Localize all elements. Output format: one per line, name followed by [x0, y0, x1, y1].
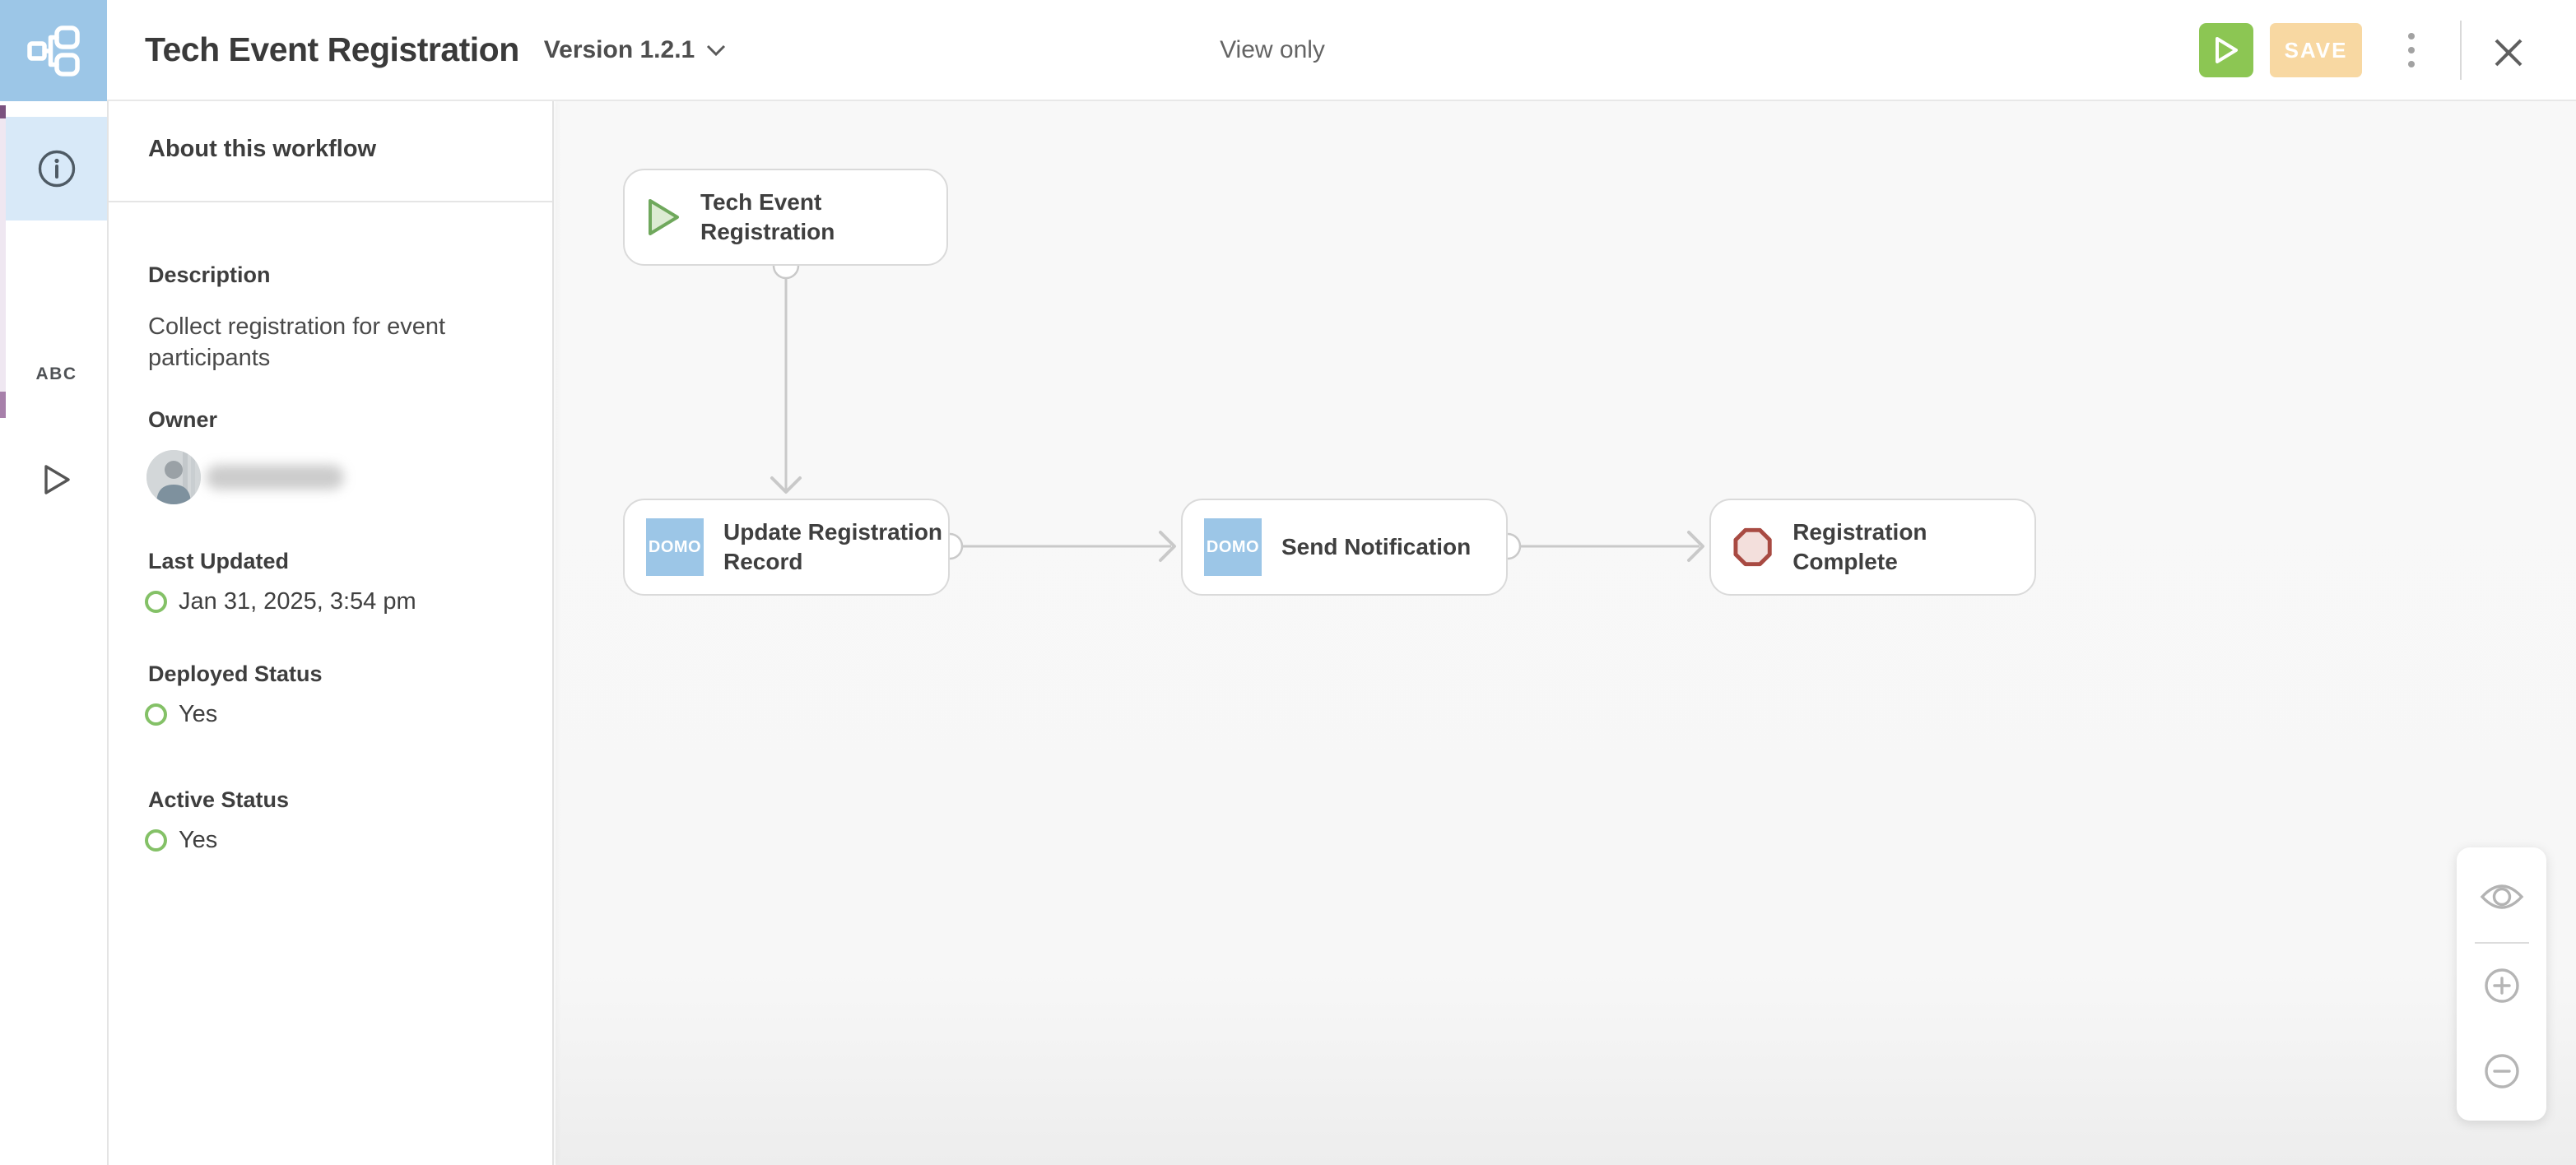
- owner-label: Owner: [148, 407, 218, 432]
- node-update-registration-record[interactable]: DOMO Update Registration Record: [623, 499, 950, 596]
- sidebar-item-run[interactable]: [6, 453, 107, 506]
- zoom-in-button[interactable]: [2477, 961, 2527, 1010]
- close-button[interactable]: [2489, 33, 2528, 72]
- close-icon: [2495, 39, 2523, 67]
- last-updated-label: Last Updated: [148, 549, 290, 573]
- page-title: Tech Event Registration: [145, 30, 519, 68]
- active-status-label: Active Status: [148, 787, 290, 812]
- version-label: Version 1.2.1: [543, 35, 695, 63]
- abc-icon: ABC: [35, 364, 77, 383]
- fit-view-button[interactable]: [2472, 875, 2532, 918]
- sidebar-rail: ABC: [0, 101, 109, 1165]
- domo-icon: DOMO: [646, 518, 704, 576]
- green-ring-icon: [145, 829, 167, 852]
- last-updated-value: Jan 31, 2025, 3:54 pm: [179, 588, 416, 615]
- zoom-in-icon: [2484, 968, 2519, 1003]
- play-icon: [2216, 37, 2238, 63]
- panel-divider: [109, 201, 552, 202]
- node-label: Send Notification: [1281, 533, 1472, 559]
- node-start[interactable]: Tech Event Registration: [623, 169, 948, 266]
- eye-icon: [2480, 884, 2523, 909]
- header-divider: [2460, 21, 2462, 80]
- app-logo[interactable]: [0, 0, 107, 101]
- node-label: Tech Event Registration: [700, 188, 835, 244]
- deployed-status-value: Yes: [179, 701, 218, 727]
- chevron-down-icon: [707, 44, 726, 56]
- active-status-row: Yes: [145, 827, 217, 854]
- zoom-out-icon: [2484, 1054, 2519, 1088]
- node-end[interactable]: Registration Complete: [1709, 499, 2036, 596]
- sidebar-item-text-fields[interactable]: ABC: [6, 350, 107, 399]
- version-selector[interactable]: Version 1.2.1: [544, 36, 726, 64]
- last-updated-value-row: Jan 31, 2025, 3:54 pm: [145, 588, 416, 615]
- kebab-menu-icon: [2408, 33, 2415, 39]
- sidebar-item-info[interactable]: [6, 117, 107, 220]
- workflow-canvas[interactable]: Tech Event Registration DOMO Update Regi…: [556, 101, 2576, 1165]
- toolbar-divider: [2474, 942, 2529, 944]
- run-button[interactable]: [2199, 23, 2253, 77]
- header: Tech Event Registration Version 1.2.1 Vi…: [0, 0, 2576, 101]
- stop-octagon-icon: [1733, 527, 1772, 567]
- description-value: Collect registration for event participa…: [148, 313, 446, 372]
- node-label: Update Registration Record: [723, 518, 943, 574]
- person-avatar: [146, 450, 201, 504]
- node-label: Registration Complete: [1793, 518, 1927, 574]
- description-label: Description: [148, 262, 271, 287]
- active-status-value: Yes: [179, 827, 218, 853]
- play-outline-icon: [44, 465, 70, 494]
- title-group: Tech Event Registration Version 1.2.1: [145, 0, 726, 100]
- panel-title: About this workflow: [148, 136, 377, 162]
- save-button[interactable]: SAVE: [2270, 23, 2362, 77]
- rail-scroll-indicator: [0, 105, 6, 418]
- about-panel: About this workflow Description Collect …: [109, 101, 554, 1165]
- play-icon: [649, 199, 679, 235]
- zoom-out-button[interactable]: [2477, 1047, 2527, 1096]
- more-options-button[interactable]: [2389, 23, 2434, 77]
- zoom-toolbar: [2457, 847, 2546, 1121]
- workflow-sitemap-icon: [27, 25, 80, 77]
- node-send-notification[interactable]: DOMO Send Notification: [1181, 499, 1508, 596]
- deployed-status-label: Deployed Status: [148, 661, 323, 686]
- domo-icon: DOMO: [1204, 518, 1262, 576]
- view-only-label: View only: [1220, 35, 1325, 63]
- owner-avatar: [146, 450, 201, 504]
- owner-name-redacted: [206, 465, 344, 490]
- green-ring-icon: [145, 591, 167, 613]
- green-ring-icon: [145, 703, 167, 726]
- deployed-status-row: Yes: [145, 701, 217, 728]
- info-circle-icon: [38, 150, 75, 188]
